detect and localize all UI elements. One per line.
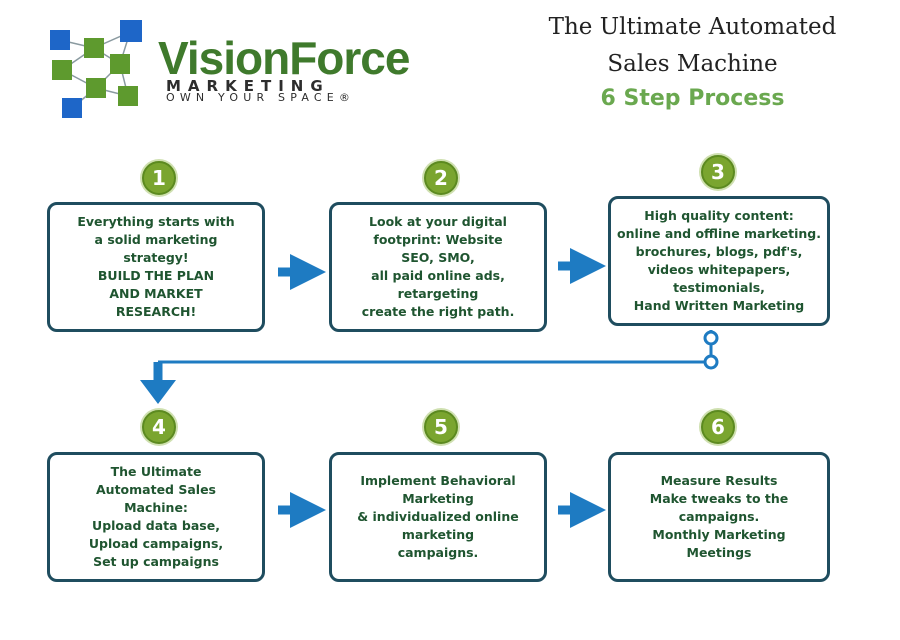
step-5-box: Implement Behavioral Marketing & individ…	[329, 452, 547, 582]
step-3-text: High quality content: online and offline…	[617, 208, 821, 313]
logo-cubes-icon	[50, 20, 142, 118]
step-1-text: Everything starts with a solid marketing…	[77, 214, 235, 319]
connector-line	[140, 330, 719, 404]
step-3-badge: 3	[701, 155, 735, 189]
page-title-line1: The Ultimate Automated	[548, 14, 837, 40]
step-2-badge: 2	[424, 161, 458, 195]
step-1-box: Everything starts with a solid marketing…	[47, 202, 265, 332]
step-5-text: Implement Behavioral Marketing & individ…	[357, 473, 519, 560]
step-2-box: Look at your digital footprint: Website …	[329, 202, 547, 332]
step-4-text: The Ultimate Automated Sales Machine: Up…	[88, 464, 224, 569]
brand-name: VisionForce	[158, 32, 410, 84]
step-2-text: Look at your digital footprint: Website …	[361, 214, 515, 319]
step-4-box: The Ultimate Automated Sales Machine: Up…	[47, 452, 265, 582]
step-4-badge: 4	[142, 410, 176, 444]
step-6-box: Measure Results Make tweaks to the campa…	[608, 452, 830, 582]
page-title-line2: Sales Machine	[607, 51, 778, 77]
brand-tagline: OWN YOUR SPACE®	[166, 91, 356, 104]
step-3-box: High quality content: online and offline…	[608, 196, 830, 326]
brand-subtitle: MARKETING	[166, 77, 330, 95]
step-5-badge: 5	[424, 410, 458, 444]
page-subtitle: 6 Step Process	[600, 86, 785, 111]
step-6-text: Measure Results Make tweaks to the campa…	[649, 473, 789, 560]
step-6-badge: 6	[701, 410, 735, 444]
step-1-badge: 1	[142, 161, 176, 195]
